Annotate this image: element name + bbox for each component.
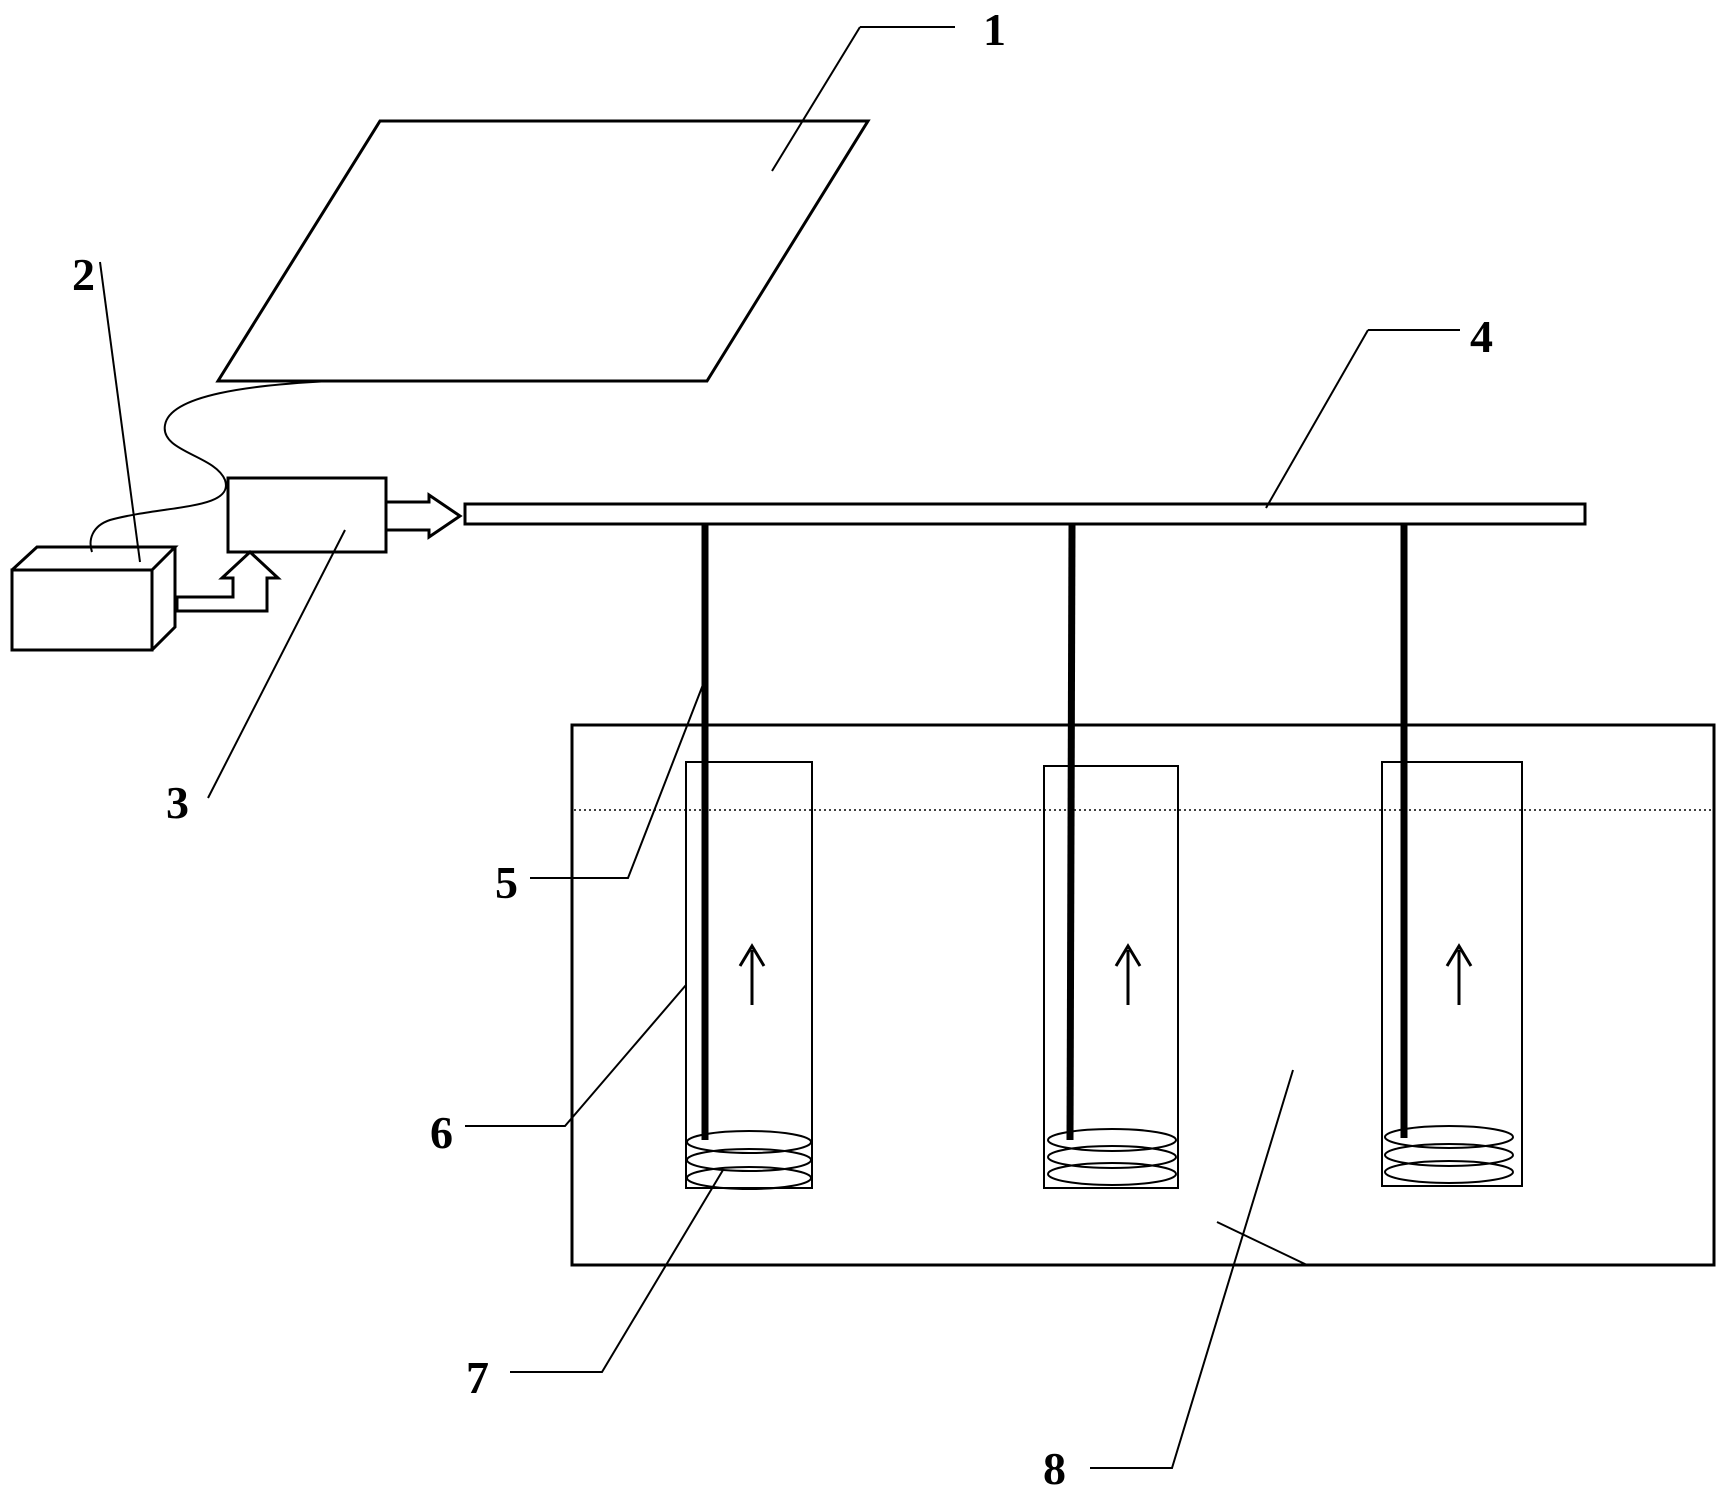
panel <box>215 119 871 383</box>
rail <box>463 502 1587 526</box>
tank <box>570 723 1716 1267</box>
arrow-2-to-3 <box>175 549 282 613</box>
label-3: 3 <box>166 777 189 828</box>
leader-4 <box>1265 329 1369 509</box>
leader-8 <box>1090 1069 1294 1469</box>
label-6: 6 <box>430 1107 453 1158</box>
label-2: 2 <box>72 249 95 300</box>
label-1: 1 <box>983 4 1006 55</box>
leader-3 <box>207 529 346 799</box>
label-4: 4 <box>1470 311 1493 362</box>
leader-1 <box>771 26 861 172</box>
arrow-3-to-4 <box>384 492 463 540</box>
leader-8-branch <box>1216 1221 1308 1266</box>
label-7: 7 <box>466 1352 489 1403</box>
leader-7 <box>510 1169 724 1373</box>
leader-2 <box>99 261 141 563</box>
leader-6 <box>465 984 687 1127</box>
tube-3 <box>1381 524 1523 1187</box>
leader-5 <box>530 681 705 879</box>
label-5: 5 <box>495 857 518 908</box>
controller-box <box>10 545 179 652</box>
tube-1 <box>685 524 813 1190</box>
tube-2 <box>1043 523 1179 1189</box>
cable <box>89 380 331 553</box>
motor-box <box>226 476 388 554</box>
label-8: 8 <box>1043 1443 1066 1487</box>
